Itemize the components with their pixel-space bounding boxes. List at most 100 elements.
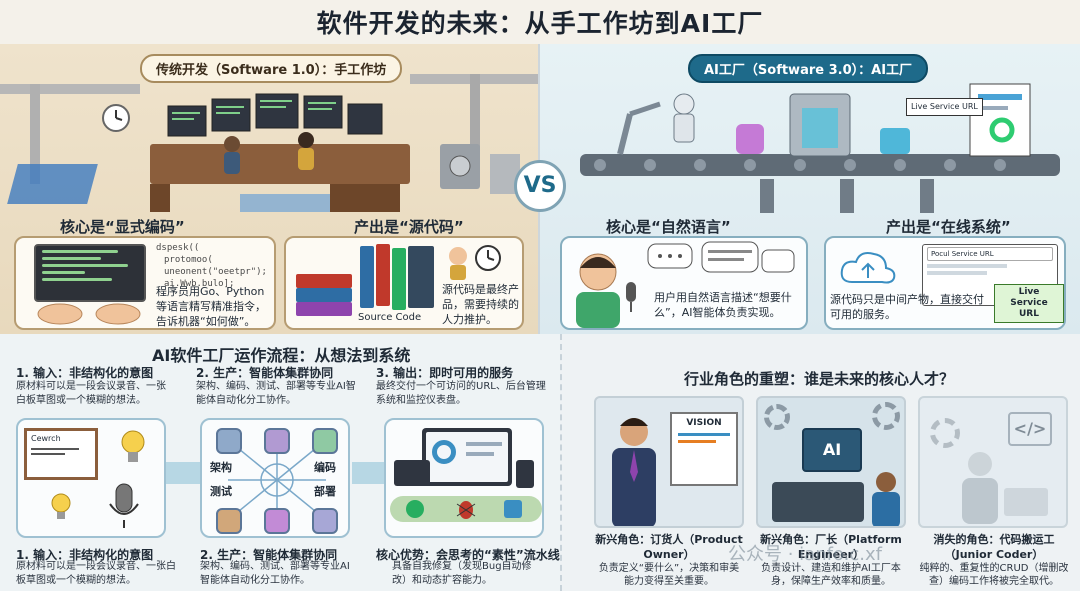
code-line: protomoo( [164, 255, 213, 265]
core-natural-language-label: 核心是“自然语言” [606, 218, 731, 236]
ai-factory-badge: AI工厂（Software 3.0）：AI工厂 [688, 54, 929, 83]
book-icon [360, 246, 374, 308]
code-tag-icon: </> [1008, 412, 1052, 446]
code-line: uneonent("oeetpr"); [164, 267, 267, 277]
whiteboard-icon: Cewrch [24, 428, 98, 480]
cloud-icon [840, 252, 896, 284]
robot-agent-icon [264, 508, 290, 534]
traditional-dev-badge: 传统开发（Software 1.0）：手工作坊 [140, 54, 403, 83]
engineer-icon [872, 472, 900, 526]
junior-coder-desc: 纯粹的、重复性的CRUD（增删改查）编码工作将被完全取代。 [919, 563, 1069, 587]
roles-title: 行业角色的重塑：谁是未来的核心人才？ [684, 370, 955, 388]
explicit-coding-card: dspesk(( protomoo( uneonent("oeetpr"); a… [14, 236, 276, 330]
gear-icon [764, 404, 790, 430]
output-source-code-label: 产出是“源代码” [354, 218, 464, 236]
step3-desc: 最终交付一个可访问的URL、后台管理系统和监控仪表盘。 [376, 381, 546, 406]
advantage-desc: 具备自我修复（发现Bug自动修改）和动态扩容能力。 [392, 561, 532, 586]
bug-icon [456, 501, 476, 519]
desktop-monitor-icon [422, 428, 512, 486]
platform-engineer-title: 新兴角色：厂长（Platform Engineer） [760, 533, 902, 561]
step1-title: 1. 输入：非结构化的意图 [16, 366, 154, 380]
output-online-system-label: 产出是“在线系统” [886, 218, 1011, 236]
step2-title-repeat: 2. 生产：智能体集群协同 [200, 548, 338, 562]
junior-coder-title: 消失的角色：代码搬运工（Junior Coder） [933, 533, 1055, 561]
watermark: 公众号 · ianfo.c.xf [728, 544, 882, 565]
product-owner-illustration: VISION [594, 396, 744, 528]
book-icon [376, 244, 390, 306]
factory-illustration [580, 83, 1060, 213]
versus-badge: VS [514, 160, 566, 212]
flow-arrow [165, 462, 205, 484]
robot-agent-icon [312, 428, 338, 454]
pulse-icon [406, 500, 424, 518]
code-line: ai.Wwb.bulo]; [164, 279, 235, 289]
platform-engineer-desc: 负责设计、建造和维护AI工厂本身，保障生产效率和质量。 [761, 563, 901, 587]
phone-icon [516, 460, 534, 488]
robot-agent-icon [264, 428, 290, 454]
microphone-icon [109, 483, 139, 528]
gear-icon [930, 418, 960, 448]
natural-language-desc: 用户用自然语言描述“想要什么”，AI智能体负责实现。 [654, 291, 792, 319]
robot-agent-icon [312, 508, 338, 534]
product-owner-desc: 负责定义“要什么”，决策和审美能力变得至关重要。 [598, 563, 740, 587]
agent-deployment: 部署 [314, 485, 336, 498]
control-panel-icon [772, 482, 864, 522]
typing-hands-icon [37, 303, 141, 325]
flow-arrow [352, 462, 392, 484]
businessman-icon [612, 418, 656, 526]
step3-title: 3. 输出：即时可用的服务 [376, 366, 514, 380]
code-line: dspesk(( [156, 243, 200, 253]
gear-icon [872, 402, 900, 430]
source-code-desc: 源代码是最终产品，需要持续的人力推护。 [442, 283, 519, 326]
laptop-icon [394, 460, 430, 486]
online-system-card: Pocul Service URL Live Service URL 源代码只是… [824, 236, 1066, 330]
lightbulb-icon [121, 430, 145, 462]
page-title: 软件开发的未来：从手工作坊到AI工厂 [316, 9, 764, 38]
workflow-section: AI软件工厂运作流程：从想法到系统 1. 输入：非结构化的意图 原材料可以是一段… [0, 334, 560, 591]
explicit-coding-desc: 程序员用Go、Python等语言精写精准指令，告诉机器“如何做”。 [156, 285, 266, 328]
laptop-code-icon [34, 244, 146, 302]
ai-core-icon: AI [802, 428, 862, 472]
core-explicit-coding-label: 核心是“显式编码” [60, 218, 185, 236]
step2-desc-repeat: 架构、编码、测试、部署等专业AI智能体自动化分工协作。 [200, 561, 350, 586]
agent-network-lines [227, 439, 327, 521]
speaking-person-icon [576, 253, 636, 328]
faded-coder-icon [962, 452, 1048, 524]
book-icon [392, 248, 406, 310]
step2-desc: 架构、编码、测试、部署等专业AI智能体自动化分工协作。 [196, 381, 356, 406]
speech-bubbles-icon [647, 241, 795, 273]
platform-engineer-illustration: AI [756, 396, 906, 528]
agent-swarm-illustration: 架构 编码 测试 部署 [200, 418, 350, 538]
source-code-book-label: Source Code [358, 312, 422, 323]
online-system-desc: 源代码只是中间产物，直接交付可用的服务。 [830, 293, 984, 321]
workflow-title: AI软件工厂运作流程：从想法到系统 [152, 346, 411, 365]
ai-factory-panel: AI工厂（Software 3.0）：AI工厂 Live Service URL… [540, 44, 1080, 334]
book-icon [296, 288, 352, 302]
agent-testing: 测试 [210, 485, 232, 498]
advantage-title: 核心优势：会思考的“素性”流水线 [376, 548, 560, 562]
gear-agent-icon [216, 508, 242, 534]
roles-section: 行业角色的重塑：谁是未来的核心人才？ VISION 新兴角色：订货人（Produ… [560, 334, 1080, 591]
natural-language-card: 用户用自然语言描述“想要什么”，AI智能体负责实现。 [560, 236, 808, 330]
worker-clock-icon [449, 245, 501, 280]
book-icon [296, 302, 352, 316]
small-lightbulb-icon [51, 493, 71, 519]
agent-architecture: 架构 [210, 461, 232, 474]
url-bar: Pocul Service URL [927, 247, 1053, 261]
code-snippet: dspesk(( protomoo( uneonent("oeetpr"); a… [156, 242, 272, 290]
book-icon [296, 274, 352, 288]
live-service-url-badge: Live Service URL [994, 284, 1064, 323]
live-service-tag: Live Service URL [906, 98, 983, 116]
step2-title: 2. 生产：智能体集群协同 [196, 366, 334, 380]
junior-coder-illustration: </> [918, 396, 1068, 528]
source-code-card: Source Code 源代码是最终产品，需要持续的人力推护。 [284, 236, 524, 330]
whiteboard-text: Cewrch [31, 434, 61, 443]
agent-coding: 编码 [314, 461, 336, 474]
gear-agent-icon [216, 428, 242, 454]
workshop-illustration [0, 74, 538, 212]
input-illustration: Cewrch [16, 418, 166, 538]
bar-chart-icon [504, 500, 522, 518]
step1-title-repeat: 1. 输入：非结构化的意图 [16, 548, 154, 562]
vision-board: VISION [670, 412, 738, 486]
product-owner-title: 新兴角色：订货人（Product Owner） [595, 533, 743, 561]
